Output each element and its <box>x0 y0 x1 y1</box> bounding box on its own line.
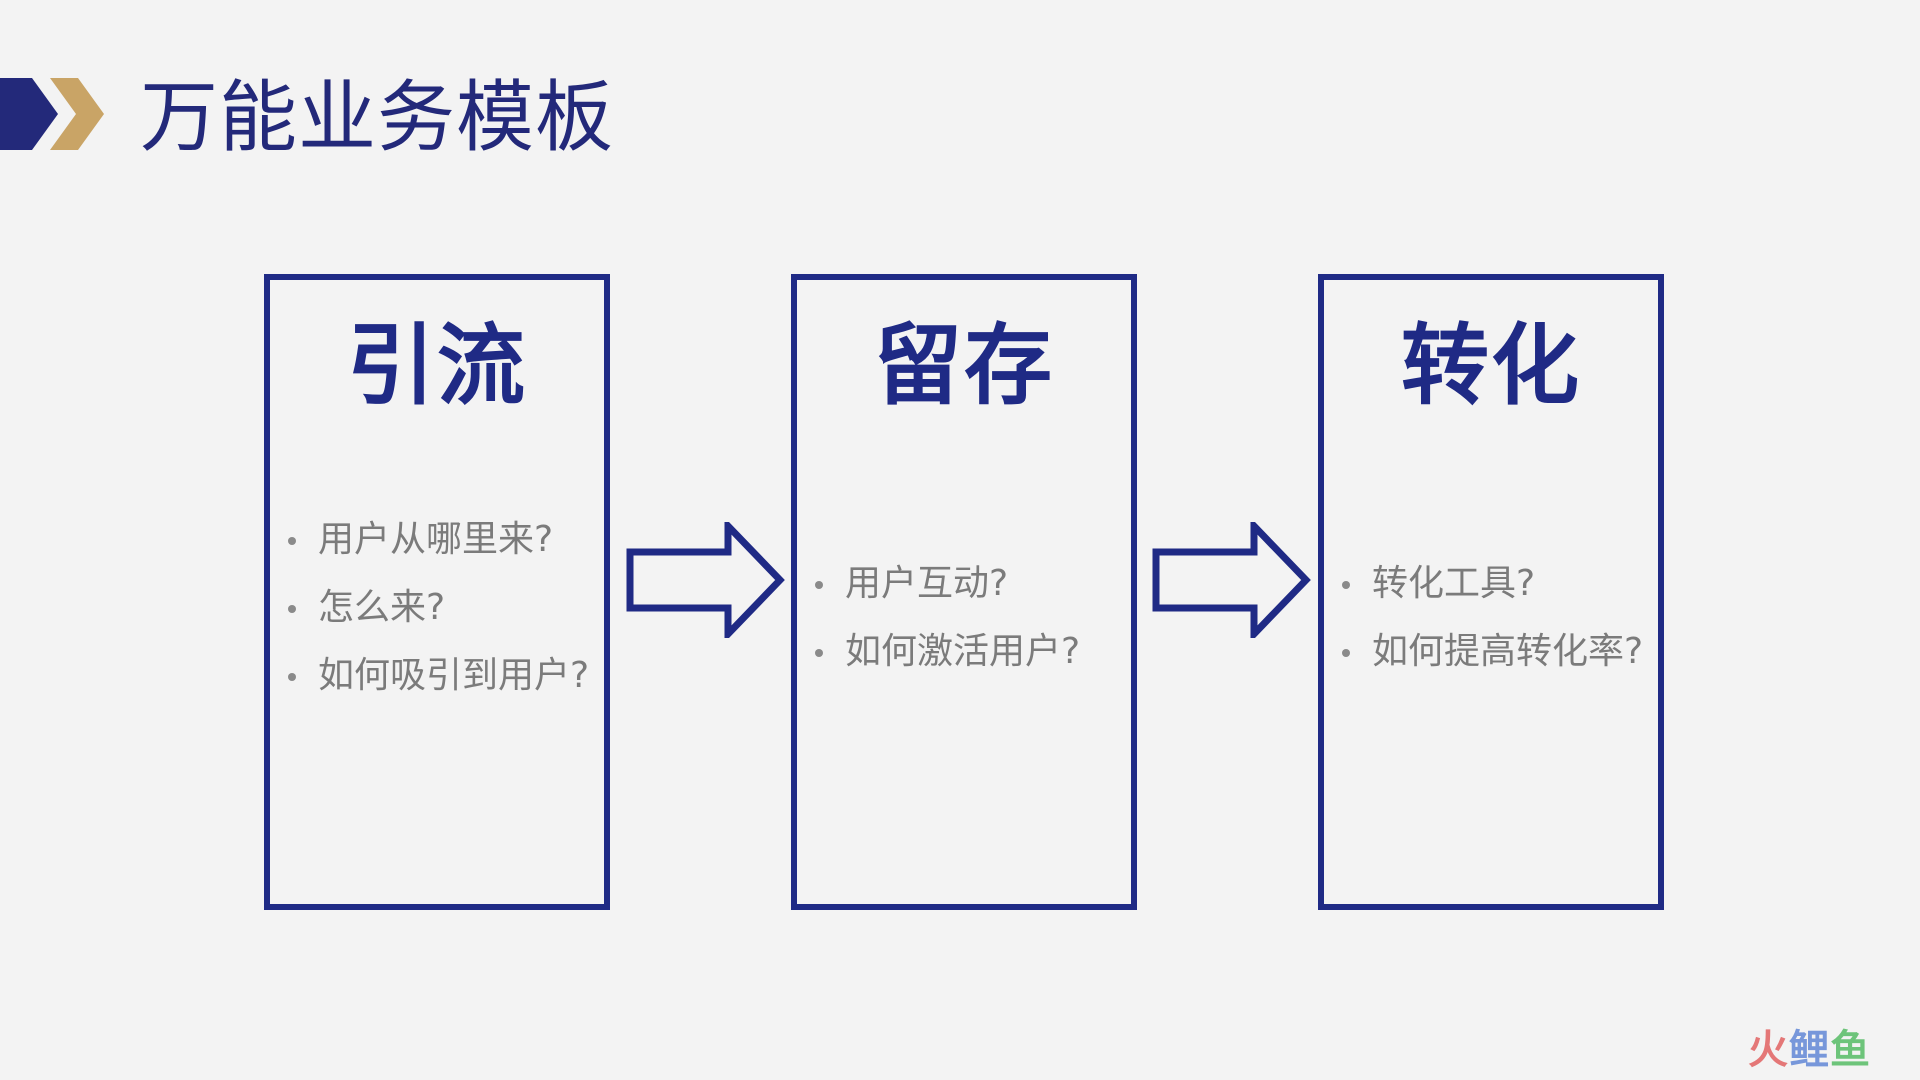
bullet-dot-icon <box>1342 649 1350 657</box>
page-title: 万能业务模板 <box>140 73 615 163</box>
bullet-dot-icon <box>288 537 296 545</box>
logo-char: 鲤 <box>1789 1027 1830 1073</box>
right-arrow-icon <box>1152 522 1311 638</box>
bullet-text: 如何提高转化率? <box>1372 631 1644 672</box>
logo-char: 鱼 <box>1830 1027 1871 1073</box>
stage-heading: 留存 <box>873 314 1054 417</box>
stage-bullet: 转化工具? <box>1338 550 1658 618</box>
stage-bullet: 用户从哪里来? <box>284 506 604 574</box>
stage-box-conversion: 转化 转化工具? 如何提高转化率? <box>1318 274 1664 910</box>
stage-box-retention: 留存 用户互动? 如何激活用户? <box>791 274 1137 910</box>
stage-heading: 转化 <box>1400 314 1581 417</box>
flow-diagram: 引流 用户从哪里来? 怎么来? 如何吸引到用户? 留存 用户互动? 如何激活用户… <box>264 274 1674 914</box>
bullet-dot-icon <box>1342 581 1350 589</box>
stage-bullet-list: 用户互动? 如何激活用户? <box>811 550 1131 686</box>
stage-bullet: 如何吸引到用户? <box>284 642 604 710</box>
logo-char: 火 <box>1748 1027 1789 1073</box>
stage-bullet-list: 用户从哪里来? 怎么来? 如何吸引到用户? <box>284 506 604 710</box>
stage-box-traffic: 引流 用户从哪里来? 怎么来? 如何吸引到用户? <box>264 274 610 910</box>
bullet-dot-icon <box>288 605 296 613</box>
stage-bullet: 怎么来? <box>284 574 604 642</box>
stage-bullet-list: 转化工具? 如何提高转化率? <box>1338 550 1658 686</box>
bullet-dot-icon <box>815 649 823 657</box>
title-bar: 万能业务模板 <box>0 60 900 170</box>
bullet-text: 用户互动? <box>845 563 1009 604</box>
stage-bullet: 如何激活用户? <box>811 618 1131 686</box>
bullet-text: 怎么来? <box>318 587 446 628</box>
chevron-icon <box>0 78 104 150</box>
bullet-text: 如何吸引到用户? <box>318 655 590 696</box>
stage-heading: 引流 <box>346 314 527 417</box>
bullet-dot-icon <box>815 581 823 589</box>
stage-bullet: 如何提高转化率? <box>1338 618 1658 686</box>
bullet-dot-icon <box>288 673 296 681</box>
watermark-logo: 火鲤鱼 <box>1748 1026 1898 1074</box>
bullet-text: 如何激活用户? <box>845 631 1081 672</box>
stage-bullet: 用户互动? <box>811 550 1131 618</box>
bullet-text: 用户从哪里来? <box>318 519 554 560</box>
bullet-text: 转化工具? <box>1372 563 1536 604</box>
right-arrow-icon <box>626 522 785 638</box>
